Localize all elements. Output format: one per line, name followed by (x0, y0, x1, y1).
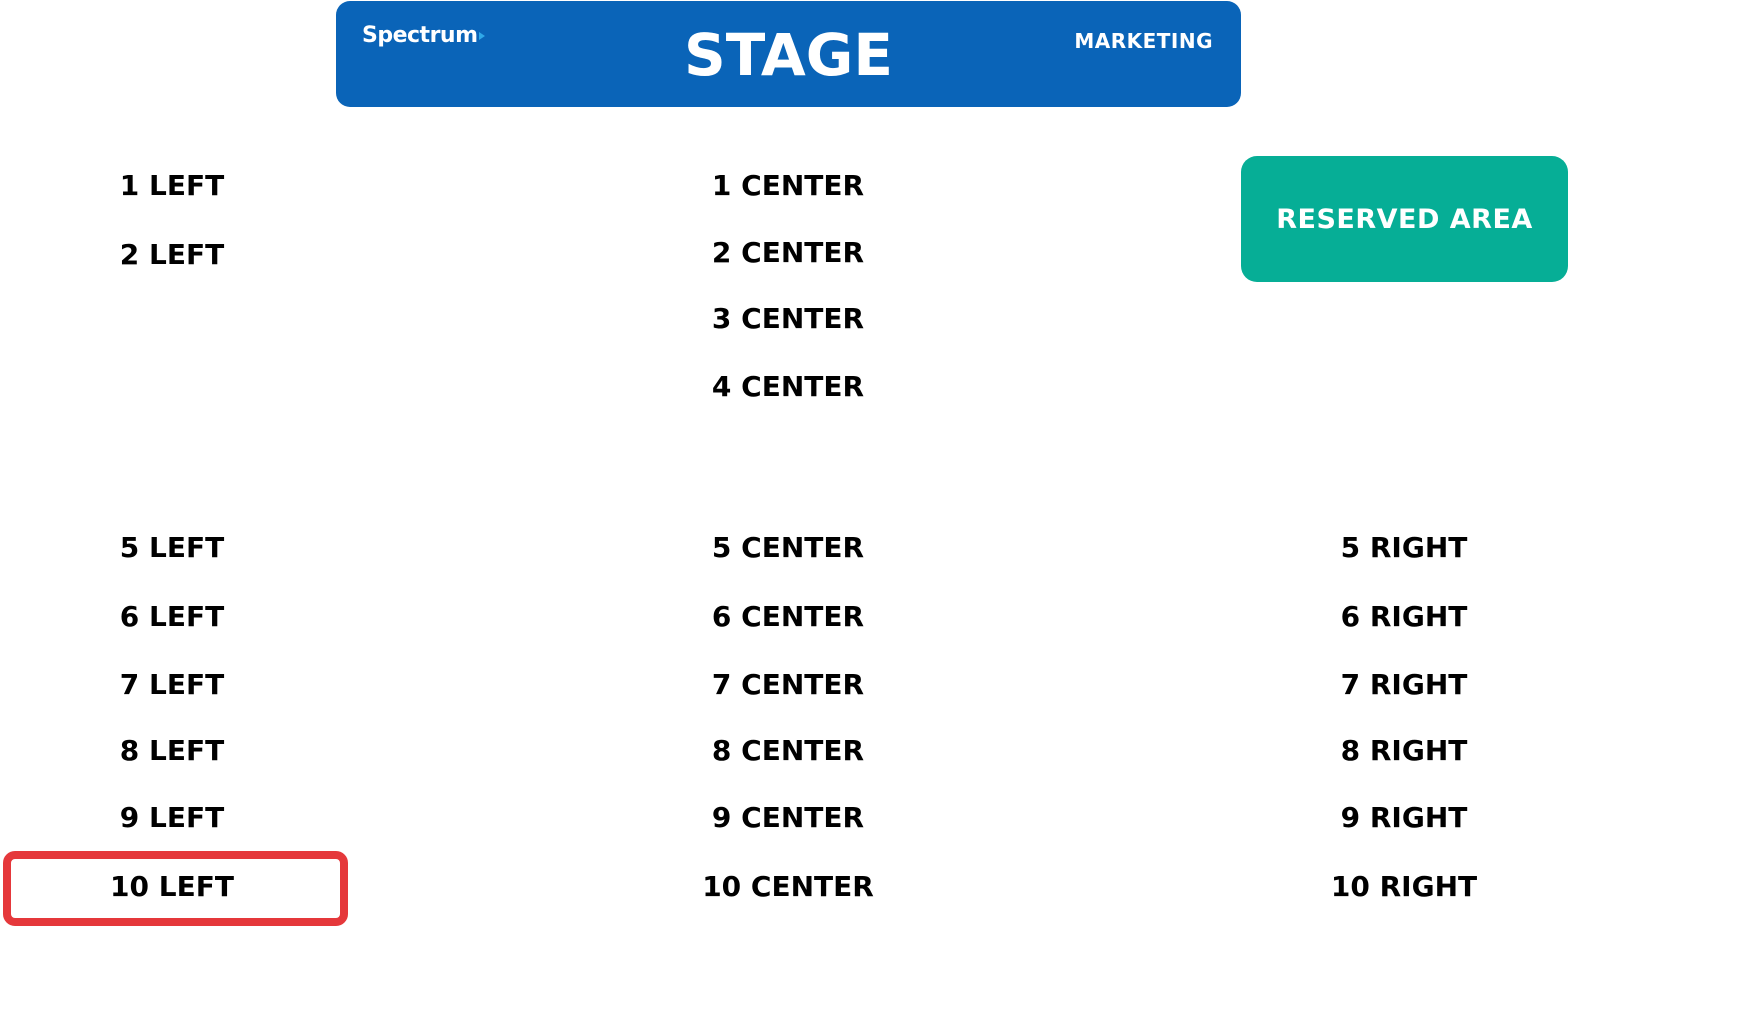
row-center[interactable]: 2 CENTER (711, 236, 865, 269)
row-center[interactable]: 4 CENTER (711, 370, 865, 403)
row-center[interactable]: 7 CENTER (711, 668, 865, 701)
reserved-area: RESERVED AREA (1241, 156, 1568, 282)
row-center[interactable]: 1 CENTER (711, 169, 865, 202)
row-center[interactable]: 9 CENTER (711, 801, 865, 834)
row-right[interactable]: 9 RIGHT (1340, 801, 1468, 834)
row-left[interactable]: 8 LEFT (119, 734, 225, 767)
brand-name: Spectrum (362, 23, 478, 48)
highlight-box (3, 851, 348, 926)
row-left[interactable]: 2 LEFT (119, 238, 225, 271)
row-left[interactable]: 1 LEFT (119, 169, 225, 202)
stage-subtitle: MARKETING (1074, 29, 1213, 53)
row-left[interactable]: 7 LEFT (119, 668, 225, 701)
row-center[interactable]: 5 CENTER (711, 531, 865, 564)
row-center[interactable]: 10 CENTER (702, 870, 874, 903)
row-right[interactable]: 10 RIGHT (1330, 870, 1478, 903)
row-right[interactable]: 5 RIGHT (1340, 531, 1468, 564)
spectrum-logo: Spectrum (362, 23, 485, 48)
row-right[interactable]: 6 RIGHT (1340, 600, 1468, 633)
row-right[interactable]: 7 RIGHT (1340, 668, 1468, 701)
row-right[interactable]: 8 RIGHT (1340, 734, 1468, 767)
row-center[interactable]: 8 CENTER (711, 734, 865, 767)
stage-title: STAGE (684, 21, 893, 89)
brand-arrow-icon (478, 32, 485, 40)
row-left[interactable]: 5 LEFT (119, 531, 225, 564)
row-left[interactable]: 9 LEFT (119, 801, 225, 834)
row-left-highlighted[interactable]: 10 LEFT (110, 870, 234, 903)
row-center[interactable]: 6 CENTER (711, 600, 865, 633)
row-left[interactable]: 6 LEFT (119, 600, 225, 633)
stage-banner: Spectrum STAGE MARKETING (336, 1, 1241, 107)
row-center[interactable]: 3 CENTER (711, 302, 865, 335)
